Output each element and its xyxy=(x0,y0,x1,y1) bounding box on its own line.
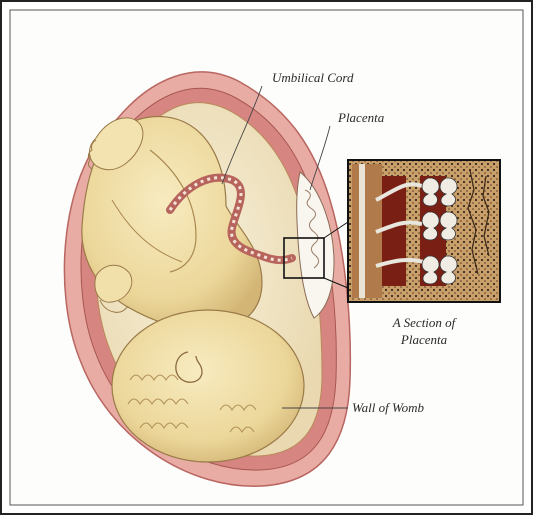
label-placenta: Placenta xyxy=(337,110,385,125)
label-section-line2: Placenta xyxy=(400,332,448,347)
label-section-line1: A Section of xyxy=(392,315,458,330)
label-umbilical-cord: Umbilical Cord xyxy=(272,70,354,85)
placenta-section-inset xyxy=(348,160,500,302)
fetus-head xyxy=(112,310,304,462)
label-wall-of-womb: Wall of Womb xyxy=(352,400,424,415)
